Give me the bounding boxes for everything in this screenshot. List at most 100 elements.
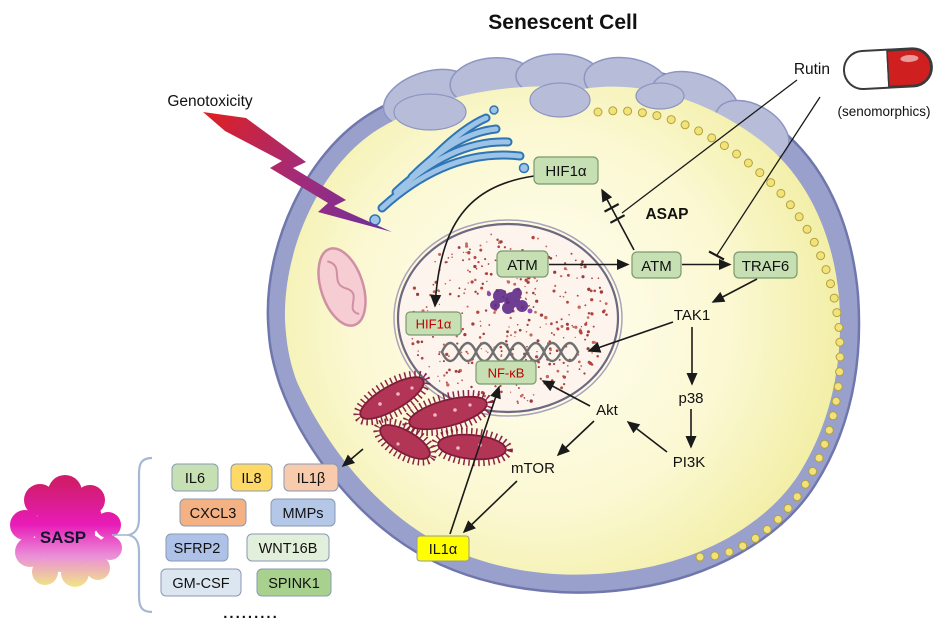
membrane-bead [835,337,845,347]
membrane-bead [719,141,729,151]
arrow-mtor-to-il1a [462,480,518,534]
membrane-bead [831,396,841,406]
traf6-label: TRAF6 [742,258,790,275]
factor-label-mmps: MMPs [282,506,323,522]
p38-label: p38 [678,390,703,407]
factor-label-sfrp2: SFRP2 [174,541,221,557]
membrane-bead [738,541,748,551]
atm-cyto-node: ATM [631,251,682,279]
factor-box-sfrp2 [165,533,229,562]
hif1a-nucleus-node: HIF1α [405,311,462,336]
factor-box-il8 [230,463,273,492]
factor-box-il6 [171,463,219,492]
factor-box-spink1 [256,568,332,597]
nfkb-node: NF-κB [475,360,537,385]
sasp-factor-chip: CXCL3 [179,498,247,527]
membrane-bead [666,115,676,125]
membrane-bead [743,158,753,168]
membrane-bead [608,106,618,116]
page-title: Senescent Cell [488,11,637,34]
membrane-bead [828,411,838,421]
membrane-beads [593,106,845,562]
sasp-cloud-icon [10,475,122,587]
factor-label-cxcl3: CXCL3 [190,506,237,522]
sasp-factor-chip: SFRP2 [165,533,229,562]
membrane-bead [821,265,831,275]
membrane-bead [800,479,810,489]
membrane-bead [792,492,802,502]
membrane-bead [732,149,742,159]
sasp-factor-chip: GM-CSF [160,568,242,597]
membrane-bead [750,533,760,543]
factor-label-il1b: IL1β [297,471,326,487]
membrane-bead [623,106,633,116]
factor-label-gmcsf: GM-CSF [172,576,229,592]
factor-box-mmps [270,498,336,527]
membrane-bead [816,251,826,261]
arrow-akt-to-mtor [556,420,595,457]
membrane-bead [809,237,819,247]
sasp-label: SASP [40,528,86,547]
atm-cyto-box [631,251,682,279]
factor-box-wnt16b [246,533,330,562]
membrane-bead [820,439,830,449]
dna-helix-icon [440,341,580,363]
factor-box-gmcsf [160,568,242,597]
pi3k-label: PI3K [673,454,706,471]
membrane-bead [762,525,772,534]
nfkb-box [475,360,537,385]
membrane-bead [814,453,824,463]
traf6-box [733,251,798,279]
il1a-node: IL1α [416,535,470,562]
arrow-akt-to-nfkb [541,380,591,407]
factor-box-il1b [283,463,339,492]
asap-label: ASAP [645,206,688,223]
membrane-fold-lobes [393,82,685,131]
hif1a-cyto-box [533,156,599,185]
rutin-line-1 [621,79,798,214]
mtor-label: mTOR [511,460,555,477]
chromatin-icon [486,288,533,314]
capsule-icon [842,47,933,90]
sasp-factor-chip: MMPs [270,498,336,527]
golgi-apparatus-icon [369,105,530,226]
atm-nucleus-box [496,250,549,278]
arrow-atm-to-hif1a [601,188,635,251]
nfkb-label: NF-κB [488,366,525,381]
membrane-bead [776,188,786,198]
atm-nucleus-label: ATM [507,257,538,274]
arrow-pi3k-to-akt [626,421,668,453]
membrane-bead [802,224,812,234]
hif1a-nucleus-label: HIF1α [416,317,452,332]
membrane-bead [593,107,603,117]
sasp-factor-chip: IL1β [283,463,339,492]
hif1a-nucleus-box [405,311,462,336]
mitochondrion-icon [317,247,367,327]
sasp-factor-chip: IL8 [230,463,273,492]
il1a-box [416,535,470,562]
pathway-arrows [341,175,758,535]
rutin-label: Rutin [794,61,830,78]
membrane-bead [707,133,717,143]
membrane-bead [808,466,818,476]
membrane-bead [710,551,720,561]
senomorphics-label: (senomorphics) [837,104,930,119]
membrane-bead [785,200,795,210]
inhibition-bar-traf6 [708,250,725,261]
membrane-bead [680,120,690,130]
membrane-bead [824,425,834,435]
il1a-label: IL1α [429,542,458,558]
membrane-bead [783,503,793,513]
membrane-bead [773,514,783,524]
membrane-bead [695,552,705,562]
sasp-factor-chip: SPINK1 [256,568,332,597]
sasp-factor-chip: WNT16B [246,533,330,562]
sasp-factor-chip: IL6 [171,463,219,492]
traf6-node: TRAF6 [733,251,798,279]
membrane-bead [766,178,776,188]
nucleus [396,222,620,414]
atm-cyto-label: ATM [641,258,672,275]
rutin-line-2 [716,96,821,256]
